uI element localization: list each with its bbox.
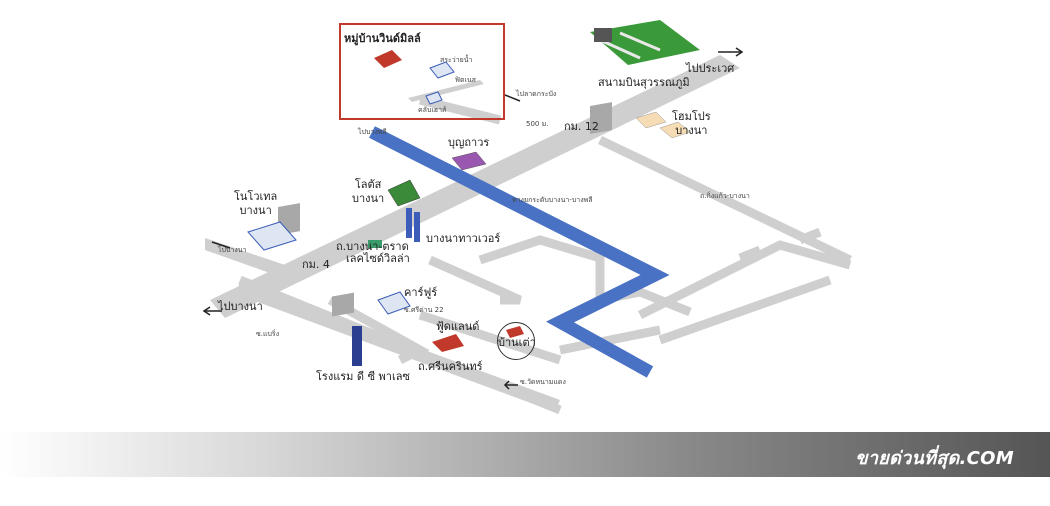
label-novotel: โนโวเทล บางนา [234, 190, 278, 217]
expressway [369, 126, 670, 378]
inset-label-fitness: ฟิตเนส [455, 76, 476, 84]
label-to-bangna-small: ไปบางนา [218, 246, 247, 254]
inset-title: หมู่บ้านวินด์มิลล์ [344, 32, 421, 45]
label-to-bang-phli: ไปบางพลี [358, 128, 387, 136]
label-carrefour: คาร์ฟูร์ [404, 286, 438, 299]
label-lake-side: เลคไซด์วิลล่า [346, 252, 410, 265]
arrow-icons [202, 47, 744, 390]
building-icons [247, 111, 691, 366]
inset-label-clubhouse: คลับเฮาส์ [418, 106, 447, 114]
label-km12: กม. 12 [564, 120, 599, 133]
interchange-srinakarin [332, 292, 354, 317]
baan-tao-circle [497, 322, 535, 360]
label-to-bangkok: ไปบางนา [218, 300, 263, 313]
label-homepro: โฮมโปร บางนา [672, 110, 711, 137]
watermark-banner: ขายด่วนที่สุด.COM [0, 432, 1050, 477]
label-bunthavorn: บุญถาวร [448, 136, 490, 149]
label-soi-wat: ซ.วัดหนามแดง [520, 378, 566, 386]
label-lotus: โลตัส บางนา [352, 178, 385, 205]
label-bangna-trad-road: ถ.บางนา-ตราด [336, 240, 409, 253]
label-srinakarin-road: ถ.ศรีนครินทร์ [418, 360, 483, 373]
label-foodland: ฟู้ดแลนด์ [436, 320, 480, 333]
label-to-prawet: ไปประเวศ [686, 62, 735, 75]
inset-label-pool: สระว่ายน้ำ [440, 56, 473, 64]
label-cp-palace: โรงแรม ดี ซี พาเลซ [316, 370, 410, 383]
inset-drawings [374, 50, 484, 105]
bangna-trad-road-left [205, 238, 300, 282]
label-soi-sridan: ซ.ศรีด่าน 22 [404, 306, 444, 314]
banner-text: ขายด่วนที่สุด.COM [855, 448, 1014, 469]
label-to-lat-krabang: ไปลาดกระบัง [516, 90, 557, 98]
label-airport: สนามบินสุวรรณภูมิ [598, 76, 690, 89]
inset-frame [339, 23, 505, 120]
label-bangna-tower: บางนาทาวเวอร์ [426, 232, 501, 245]
label-soi-bearing: ซ.แบริ่ง [256, 330, 280, 338]
label-kingkaew-rd: ถ.กิ่งแก้ว-บางนา [700, 192, 750, 200]
label-expressway: ทางยกระดับบางนา-บางพลี [512, 196, 593, 204]
label-km4: กม. 4 [302, 258, 330, 271]
srinakarin-road [236, 282, 560, 412]
interchange-km12 [590, 102, 612, 134]
label-distance: 500 ม. [526, 120, 549, 128]
